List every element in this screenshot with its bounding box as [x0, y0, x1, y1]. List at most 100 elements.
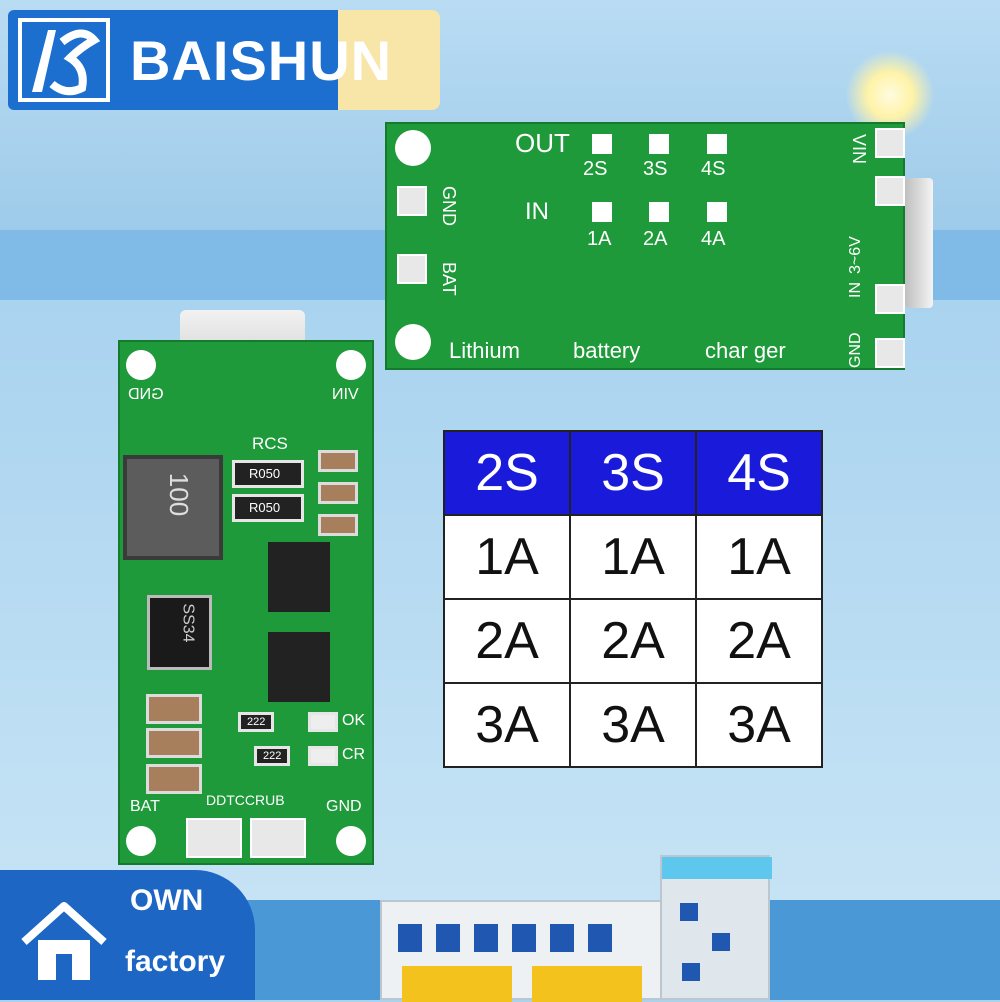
capacitor — [318, 482, 358, 504]
in-option-2a: 2A — [643, 228, 668, 250]
silk-text-lithium: Lithium — [449, 338, 520, 363]
solder-pad — [875, 284, 905, 314]
table-cell: 3A — [443, 682, 571, 768]
out-label: OUT — [515, 128, 570, 158]
mount-hole — [395, 324, 431, 360]
small-capacitor: 222 — [254, 746, 290, 766]
window — [680, 903, 698, 921]
window — [512, 924, 536, 952]
jumper-pad-1a — [592, 202, 612, 222]
jumper-pad-4s — [707, 134, 727, 154]
jumper-pad-2s — [592, 134, 612, 154]
table-header-cell: 4S — [695, 430, 823, 516]
out-option-3s: 3S — [643, 158, 668, 180]
mount-hole — [126, 350, 156, 380]
table-header-row: 2S 3S 4S — [443, 430, 823, 516]
table-cell: 1A — [695, 514, 823, 600]
house-icon — [20, 900, 108, 982]
solder-pad — [875, 128, 905, 158]
badge-line-own: OWN — [130, 884, 204, 917]
out-option-2s: 2S — [583, 158, 608, 180]
mount-hole — [336, 826, 366, 856]
capacitor — [318, 514, 358, 536]
bat-solder-pad — [186, 818, 242, 858]
window — [588, 924, 612, 952]
bat-label: BAT — [439, 262, 459, 296]
gnd-label: GND — [439, 186, 459, 226]
gnd-top-label: GND — [128, 386, 164, 403]
charger-ic — [268, 542, 330, 612]
capacitor — [146, 764, 202, 794]
table-cell: 2A — [569, 598, 697, 684]
vin-label: VIN — [849, 134, 869, 165]
silk-text-charger: char ger — [705, 338, 786, 363]
window — [550, 924, 574, 952]
bs-logo-icon — [18, 18, 110, 102]
jumper-pad-3s — [649, 134, 669, 154]
solder-pad — [875, 176, 905, 206]
mount-hole — [336, 350, 366, 380]
solder-pad — [397, 186, 427, 216]
capacitor — [146, 694, 202, 724]
table-header-cell: 2S — [443, 430, 571, 516]
solder-pad — [875, 338, 905, 368]
table-cell: 1A — [443, 514, 571, 600]
cr-label: CR — [342, 746, 366, 763]
sense-resistor: R050 — [232, 460, 304, 488]
spec-table: 2S 3S 4S 1A 1A 1A 2A 2A 2A 3A 3A 3A — [443, 430, 823, 768]
in-option-4a: 4A — [701, 228, 726, 250]
board-code-label: DDTCCRUB — [206, 792, 285, 808]
ok-label: OK — [342, 712, 366, 729]
capacitor — [318, 450, 358, 472]
jumper-pad-4a — [707, 202, 727, 222]
solder-pad — [397, 254, 427, 284]
vin-top-label: VIN — [332, 386, 359, 403]
voltage-range-label: 3~6V — [847, 236, 864, 274]
rcs-label: RCS — [252, 434, 288, 453]
mount-hole — [395, 130, 431, 166]
table-row: 1A 1A 1A — [443, 514, 823, 600]
badge-line-factory: factory — [125, 945, 226, 978]
pcb-board-horizontal: OUT 2S 3S 4S IN 1A 2A 4A GND BAT Lithium… — [385, 122, 905, 370]
table-cell: 2A — [443, 598, 571, 684]
table-cell: 1A — [569, 514, 697, 600]
usb-c-connector — [905, 178, 933, 308]
table-header-cell: 3S — [569, 430, 697, 516]
loading-door — [532, 966, 642, 1002]
in-option-1a: 1A — [587, 228, 612, 250]
silk-text-battery: battery — [573, 338, 641, 363]
mount-hole — [126, 826, 156, 856]
power-inductor: 100 — [123, 455, 223, 560]
status-led — [308, 746, 338, 766]
gnd-bottom-label: GND — [326, 798, 362, 815]
out-option-4s: 4S — [701, 158, 726, 180]
schottky-diode: SS34 — [147, 595, 212, 670]
jumper-pad-2a — [649, 202, 669, 222]
window — [712, 933, 730, 951]
status-led — [308, 712, 338, 732]
table-row: 3A 3A 3A — [443, 682, 823, 768]
capacitor — [146, 728, 202, 758]
window — [436, 924, 460, 952]
in-label: IN — [525, 198, 549, 225]
window — [682, 963, 700, 981]
gnd-solder-pad — [250, 818, 306, 858]
window — [474, 924, 498, 952]
brand-banner-tail — [330, 10, 440, 110]
bat-bottom-label: BAT — [130, 798, 160, 815]
window — [398, 924, 422, 952]
sense-resistor: R050 — [232, 494, 304, 522]
factory-tower — [660, 855, 772, 1000]
gnd-pin-label: GND — [847, 332, 864, 368]
table-cell: 3A — [569, 682, 697, 768]
table-cell: 3A — [695, 682, 823, 768]
factory-building — [380, 900, 670, 1002]
small-capacitor: 222 — [238, 712, 274, 732]
table-row: 2A 2A 2A — [443, 598, 823, 684]
in-pin-label: IN — [847, 282, 864, 298]
charger-ic — [268, 632, 330, 702]
roof — [662, 857, 772, 879]
loading-door — [402, 966, 512, 1002]
table-cell: 2A — [695, 598, 823, 684]
brand-name: BAISHUN — [130, 29, 393, 92]
